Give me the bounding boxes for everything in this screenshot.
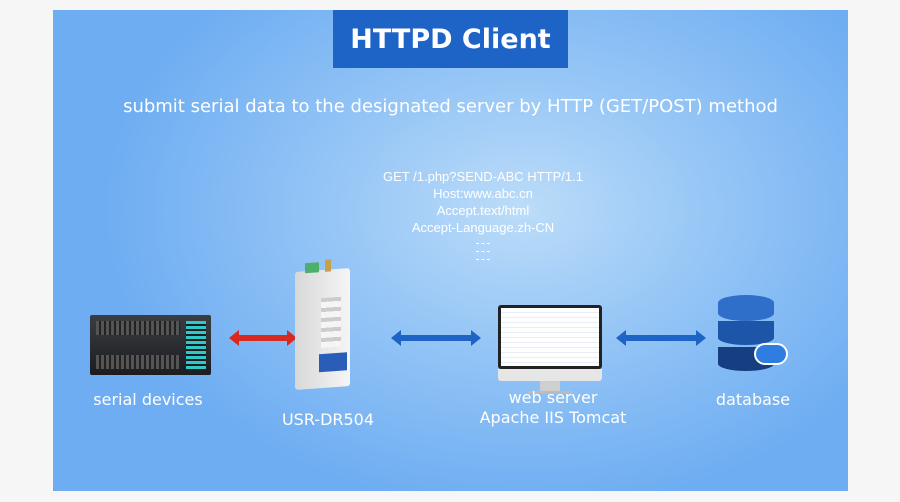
ellipsis-dash [476,259,490,260]
request-line: GET /1.php?SEND-ABC HTTP/1.1 [383,169,583,184]
ellipsis-dash [476,251,490,252]
serial-devices-label: serial devices [93,390,203,409]
usr-dr504-label: USR-DR504 [281,410,375,429]
database-icon [718,295,786,375]
database-label: database [715,390,791,409]
ellipsis-dash [476,243,490,244]
bidirectional-arrow-blue [616,330,706,346]
bidirectional-arrow-blue [391,330,481,346]
request-line: Host:www.abc.cn [433,186,533,201]
web-server-monitor-icon [498,305,602,394]
web-server-label: web server Apache IIS Tomcat [463,388,643,428]
bidirectional-arrow-red [229,330,297,346]
cloud-icon [756,345,786,363]
subtitle: submit serial data to the designated ser… [123,96,778,117]
http-request-text: GET /1.php?SEND-ABC HTTP/1.1 Host:www.ab… [333,168,633,260]
request-line: Accept-Language.zh-CN [411,220,555,235]
web-server-types: Apache IIS Tomcat [479,408,627,427]
usr-dr504-device-icon [295,259,350,390]
diagram-panel: HTTPD Client submit serial data to the d… [53,10,848,491]
web-server-name: web server [508,388,598,407]
page-title: HTTPD Client [333,10,568,68]
request-line: Accept.text/html [436,203,530,218]
plc-device-icon [90,315,211,375]
